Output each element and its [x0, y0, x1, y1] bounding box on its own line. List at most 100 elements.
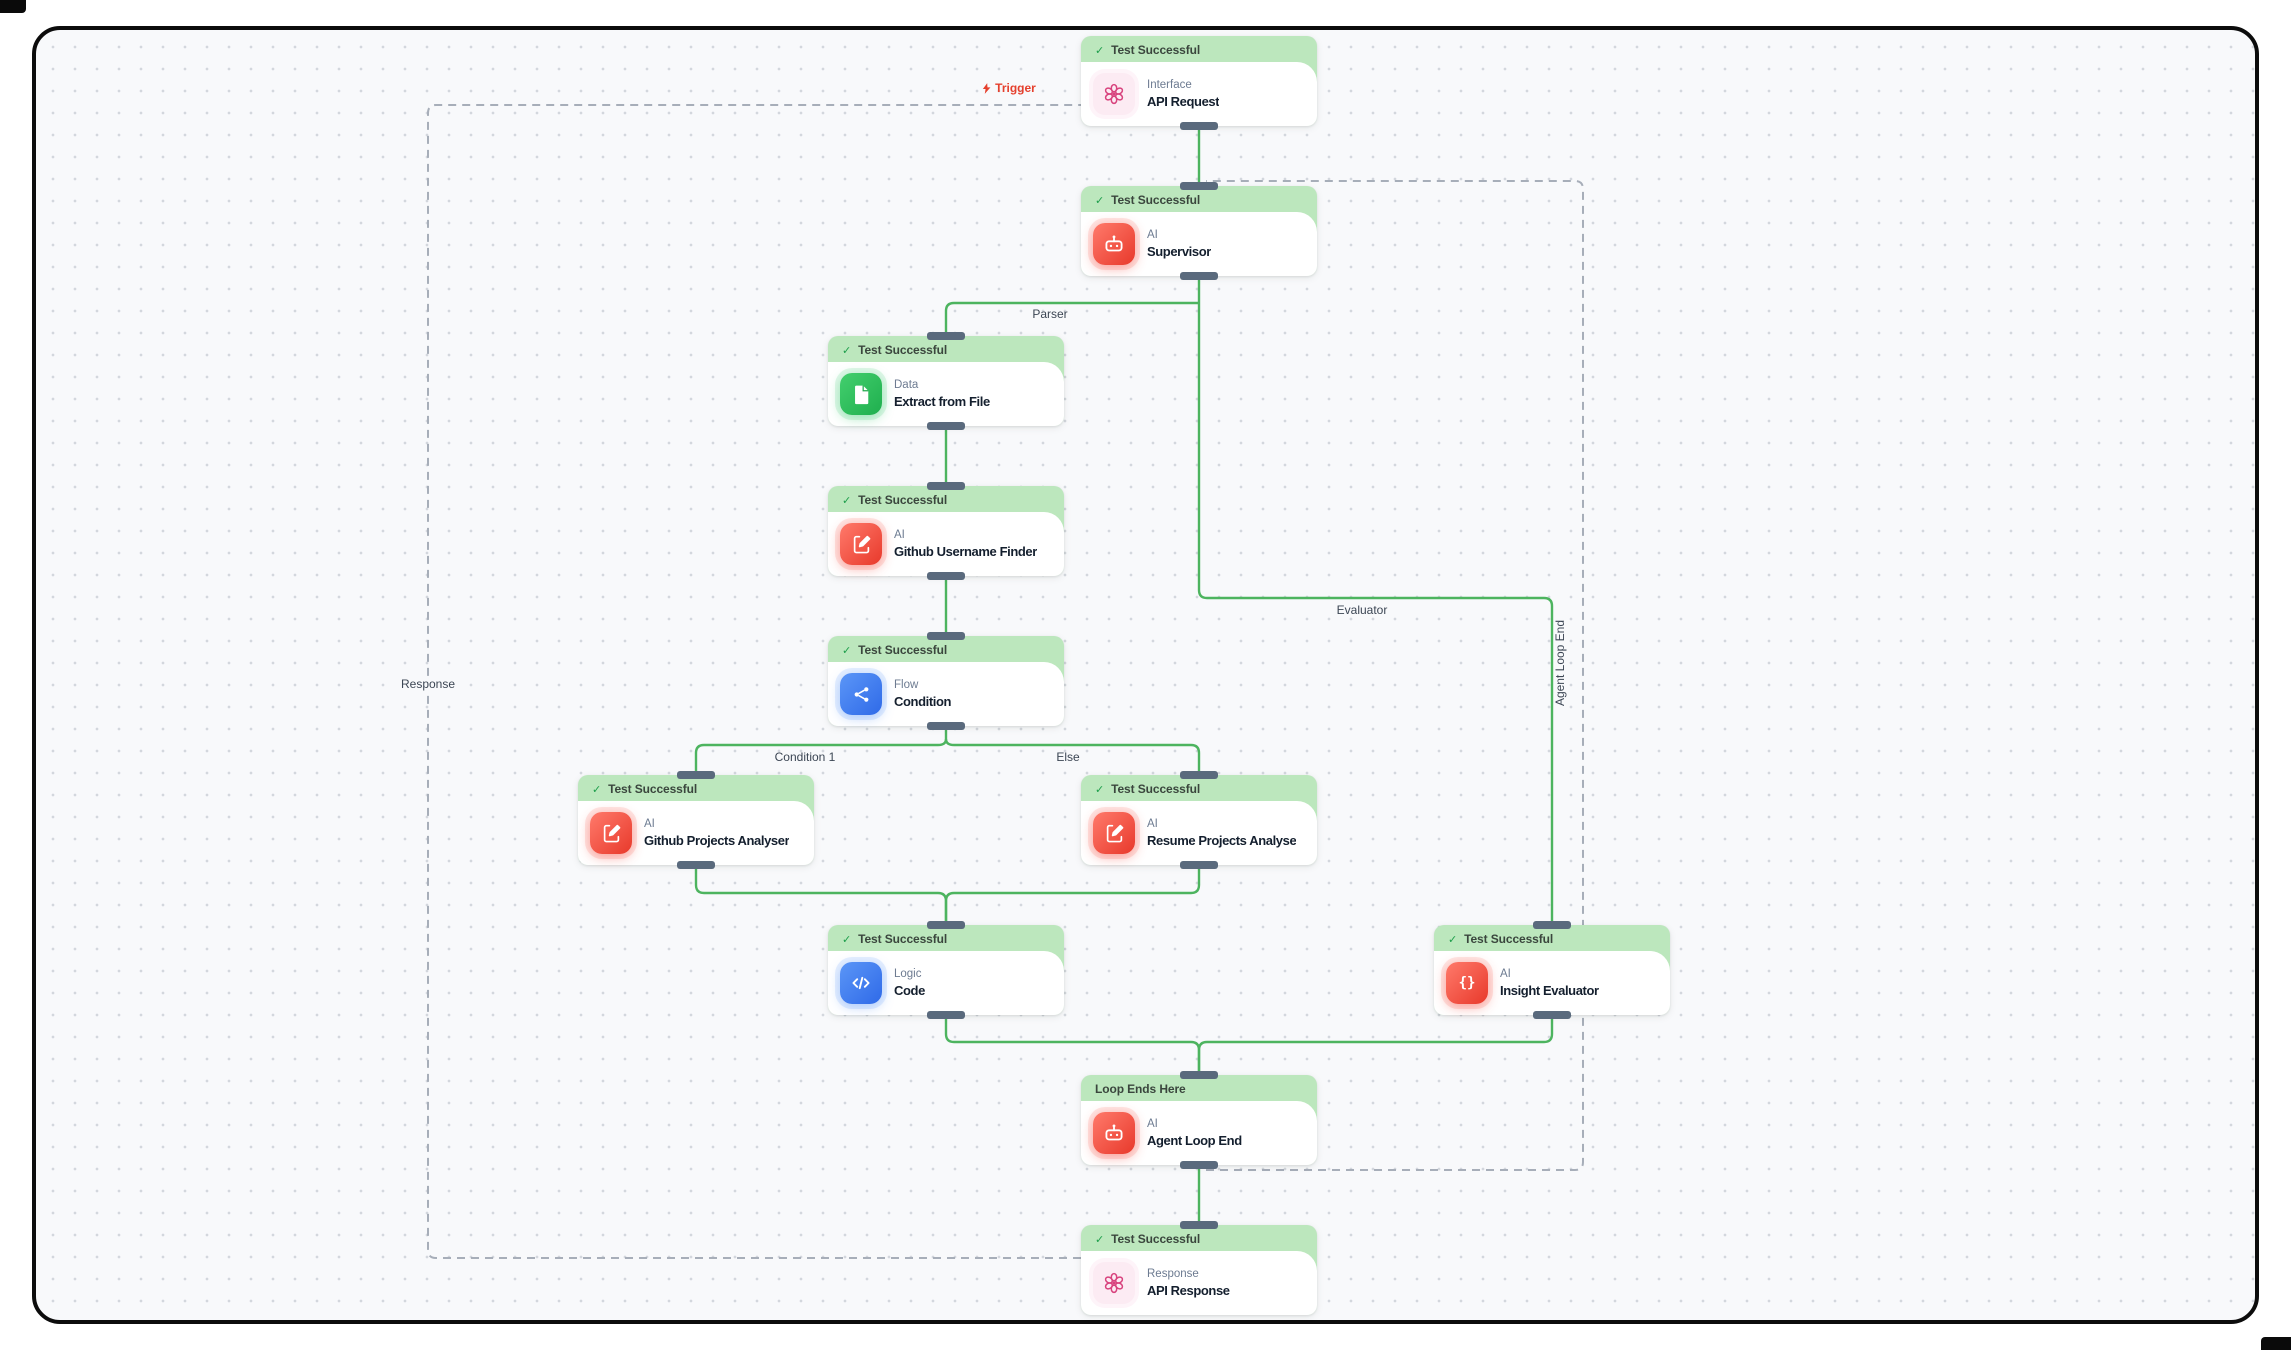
- node-title: Github Username Finder: [894, 544, 1037, 559]
- input-port[interactable]: [677, 771, 715, 779]
- output-port[interactable]: [927, 572, 965, 580]
- node-status-text: Loop Ends Here: [1095, 1082, 1186, 1096]
- node-api-response[interactable]: ✓ Test Successful Response API Response: [1081, 1221, 1317, 1315]
- edge-response-loop: [427, 104, 1081, 1259]
- node-body: AI Github Projects Analyser: [578, 801, 814, 865]
- braces-icon: {}: [1446, 962, 1488, 1004]
- edge-insight-to-agent-loop-end: [1197, 1019, 1554, 1075]
- edit-document-icon: [840, 523, 882, 565]
- node-title: Condition: [894, 694, 952, 709]
- node-status-text: Test Successful: [608, 782, 698, 796]
- window-corner-accent: [0, 0, 26, 13]
- check-icon: ✓: [1095, 44, 1105, 57]
- check-icon: ✓: [1095, 783, 1105, 796]
- node-status-text: Test Successful: [858, 932, 948, 946]
- node-category: Logic: [894, 968, 922, 980]
- node-supervisor[interactable]: ✓ Test Successful AI Supervisor: [1081, 182, 1317, 280]
- node-body: {} AI Insight Evaluator: [1434, 951, 1670, 1015]
- check-icon: ✓: [1095, 1233, 1105, 1246]
- node-category: AI: [1147, 818, 1158, 830]
- input-port[interactable]: [1180, 771, 1218, 779]
- node-status-text: Test Successful: [1111, 43, 1201, 57]
- trigger-text: Trigger: [995, 81, 1036, 95]
- edge-gpa-to-code: [694, 869, 948, 925]
- node-insight-evaluator[interactable]: ✓ Test Successful {} AI Insight Evaluato…: [1434, 921, 1670, 1019]
- node-title: Supervisor: [1147, 244, 1211, 259]
- node-extract-from-file[interactable]: ✓ Test Successful Data Extract from File: [828, 332, 1064, 430]
- check-icon: ✓: [1095, 194, 1105, 207]
- node-category: AI: [1147, 229, 1158, 241]
- node-status-text: Test Successful: [1111, 1232, 1201, 1246]
- file-icon: [840, 373, 882, 415]
- node-body: AI Supervisor: [1081, 212, 1317, 276]
- input-port[interactable]: [1533, 921, 1571, 929]
- node-category: AI: [644, 818, 655, 830]
- node-status-text: Test Successful: [858, 343, 948, 357]
- node-category: Interface: [1147, 79, 1192, 91]
- node-code[interactable]: ✓ Test Successful Logic Code: [828, 921, 1064, 1019]
- node-status-text: Test Successful: [1111, 782, 1201, 796]
- node-body: Logic Code: [828, 951, 1064, 1015]
- input-port[interactable]: [1180, 1221, 1218, 1229]
- edit-document-icon: [590, 812, 632, 854]
- output-port[interactable]: [927, 722, 965, 730]
- check-icon: ✓: [842, 344, 852, 357]
- node-status-header: Loop Ends Here: [1081, 1075, 1317, 1101]
- node-title: Extract from File: [894, 394, 990, 409]
- input-port[interactable]: [927, 921, 965, 929]
- trigger-label: Trigger: [980, 81, 1036, 95]
- node-status-header: ✓ Test Successful: [828, 925, 1064, 951]
- output-port[interactable]: [927, 1011, 965, 1019]
- edge-rpa-to-code: [944, 869, 1201, 925]
- share-icon: [840, 673, 882, 715]
- output-port[interactable]: [1180, 122, 1218, 130]
- output-port[interactable]: [1180, 1161, 1218, 1169]
- output-port[interactable]: [1533, 1011, 1571, 1019]
- node-category: AI: [894, 529, 905, 541]
- node-status-text: Test Successful: [1464, 932, 1554, 946]
- edge-condition-branch-right: [944, 738, 1201, 775]
- edge-agent-loop-back: [1206, 180, 1584, 1171]
- node-category: Response: [1147, 1268, 1199, 1280]
- output-port[interactable]: [1180, 272, 1218, 280]
- node-category: AI: [1500, 968, 1511, 980]
- node-body: Interface API Request: [1081, 62, 1317, 126]
- node-status-header: ✓ Test Successful: [1081, 36, 1317, 62]
- node-resume-projects-analyse[interactable]: ✓ Test Successful AI Resume Projects Ana…: [1081, 771, 1317, 869]
- node-condition[interactable]: ✓ Test Successful Flow Condition: [828, 632, 1064, 730]
- node-status-text: Test Successful: [858, 643, 948, 657]
- node-category: Flow: [894, 679, 919, 691]
- input-port[interactable]: [1180, 1071, 1218, 1079]
- evaluator-edge-label: Evaluator: [1336, 603, 1388, 617]
- code-icon: [840, 962, 882, 1004]
- window-corner-accent: [2261, 1337, 2291, 1350]
- node-github-username-finder[interactable]: ✓ Test Successful AI Github Username Fin…: [828, 482, 1064, 580]
- input-port[interactable]: [1180, 182, 1218, 190]
- node-body: Flow Condition: [828, 662, 1064, 726]
- output-port[interactable]: [677, 861, 715, 869]
- node-title: Agent Loop End: [1147, 1133, 1242, 1148]
- output-port[interactable]: [1180, 861, 1218, 869]
- node-category: AI: [1147, 1118, 1158, 1130]
- node-status-header: ✓ Test Successful: [1081, 186, 1317, 212]
- edge-supervisor-to-extract: [944, 301, 1199, 336]
- input-port[interactable]: [927, 482, 965, 490]
- input-port[interactable]: [927, 632, 965, 640]
- lightning-bolt-icon: [982, 82, 991, 94]
- output-port[interactable]: [927, 422, 965, 430]
- node-title: API Request: [1147, 94, 1220, 109]
- node-title: Code: [894, 983, 925, 998]
- node-status-header: ✓ Test Successful: [828, 636, 1064, 662]
- node-body: AI Github Username Finder: [828, 512, 1064, 576]
- check-icon: ✓: [842, 933, 852, 946]
- node-agent-loop-end[interactable]: Loop Ends Here AI Agent Loop End: [1081, 1071, 1317, 1169]
- node-api-request[interactable]: ✓ Test Successful Interface API Request: [1081, 36, 1317, 130]
- node-github-projects-analyser[interactable]: ✓ Test Successful AI Github Projects Ana…: [578, 771, 814, 869]
- node-status-header: ✓ Test Successful: [578, 775, 814, 801]
- response-edge-label: Response: [395, 676, 461, 692]
- node-category: Data: [894, 379, 919, 391]
- input-port[interactable]: [927, 332, 965, 340]
